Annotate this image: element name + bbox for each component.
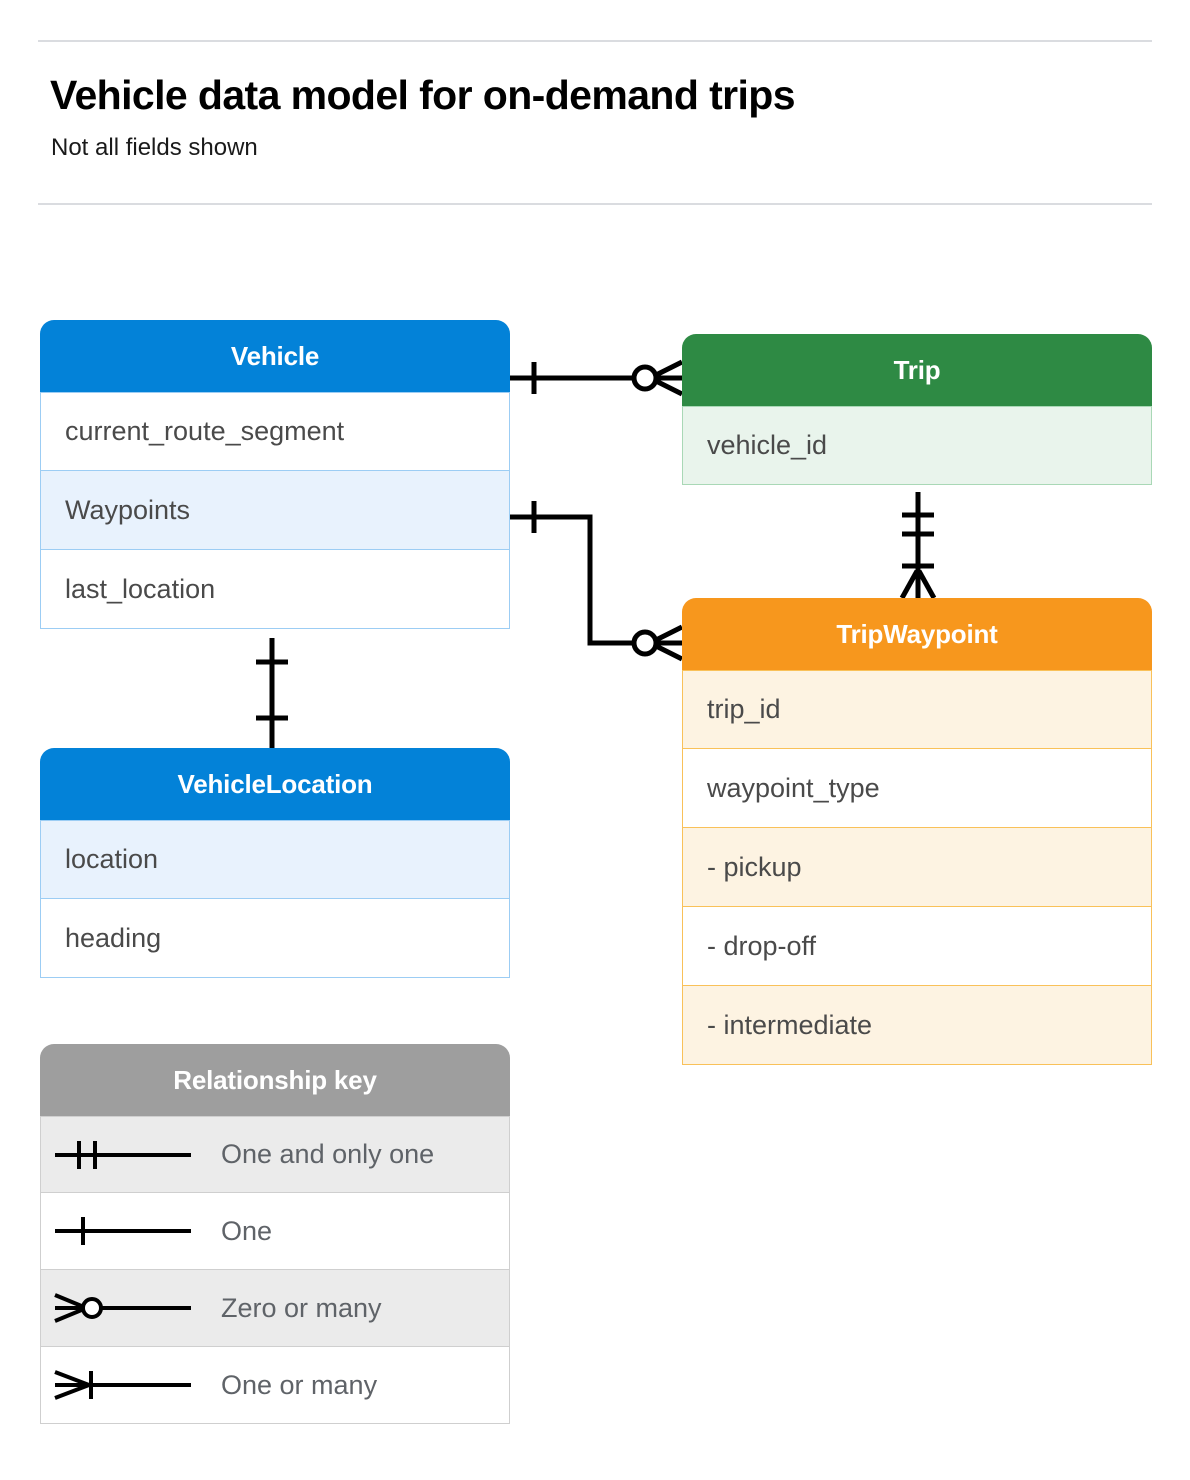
field-row[interactable]: - pickup [682,828,1152,907]
entity-vehiclelocation-title: VehicleLocation [40,748,510,820]
legend-title: Relationship key [40,1044,510,1116]
entity-vehiclelocation[interactable]: VehicleLocation location heading [40,748,510,978]
connector-trip-to-tripwaypoint [899,492,937,600]
one-and-only-one-icon [41,1135,221,1175]
legend-row[interactable]: One or many [40,1347,510,1424]
one-or-many-icon [41,1365,221,1405]
entity-trip-title: Trip [682,334,1152,406]
zero-or-many-icon [41,1288,221,1328]
connector-waypoints-to-tripwaypoint [510,501,684,662]
header-divider-bottom [38,203,1152,205]
legend-label: Zero or many [221,1292,382,1323]
legend-label: One or many [221,1369,378,1400]
field-row[interactable]: Waypoints [40,471,510,550]
relationship-key-legend[interactable]: Relationship key One and only one [40,1044,510,1424]
entity-vehicle-title: Vehicle [40,320,510,392]
legend-row[interactable]: Zero or many [40,1270,510,1347]
field-row[interactable]: vehicle_id [682,406,1152,485]
field-row[interactable]: heading [40,899,510,978]
connector-vehicle-to-trip [510,359,684,397]
connector-vehicle-to-vehiclelocation [256,638,288,748]
entity-trip-fields: vehicle_id [682,406,1152,485]
entity-vehicle[interactable]: Vehicle current_route_segment Waypoints … [40,320,510,629]
entity-tripwaypoint[interactable]: TripWaypoint trip_id waypoint_type - pic… [682,598,1152,1065]
page-subtitle: Not all fields shown [51,134,258,161]
legend-row[interactable]: One and only one [40,1116,510,1193]
field-row[interactable]: trip_id [682,670,1152,749]
entity-vehicle-fields: current_route_segment Waypoints last_loc… [40,392,510,629]
field-row[interactable]: - drop-off [682,907,1152,986]
one-icon [41,1211,221,1251]
field-row[interactable]: waypoint_type [682,749,1152,828]
entity-tripwaypoint-title: TripWaypoint [682,598,1152,670]
page-title: Vehicle data model for on-demand trips [50,72,796,118]
field-row[interactable]: location [40,820,510,899]
entity-tripwaypoint-fields: trip_id waypoint_type - pickup - drop-of… [682,670,1152,1065]
legend-label: One and only one [221,1139,435,1169]
field-row[interactable]: last_location [40,550,510,629]
entity-trip[interactable]: Trip vehicle_id [682,334,1152,485]
legend-rows: One and only one One [40,1116,510,1424]
legend-label: One [221,1215,273,1246]
field-row[interactable]: - intermediate [682,986,1152,1065]
entity-vehiclelocation-fields: location heading [40,820,510,978]
legend-row[interactable]: One [40,1193,510,1270]
header-divider-top [38,40,1152,42]
field-row[interactable]: current_route_segment [40,392,510,471]
